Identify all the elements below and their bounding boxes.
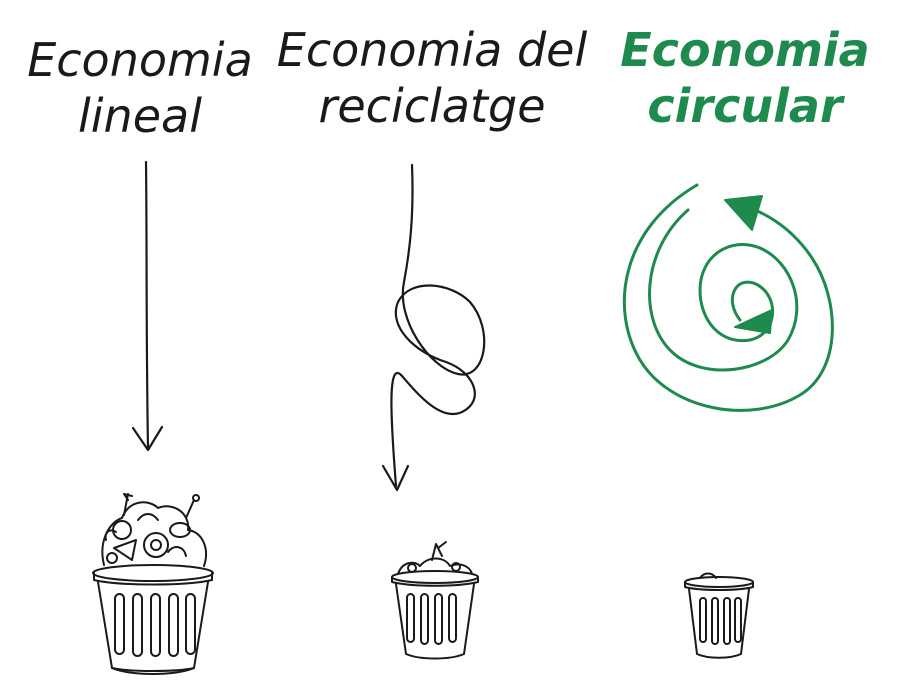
title-economia-reciclatge: Economia del reciclatge (272, 22, 592, 134)
straight-down-arrow-icon (131, 160, 164, 452)
trash-bin-icon-small (684, 572, 754, 659)
title-economia-lineal: Economia lineal (20, 32, 260, 144)
title-recycle-line2: reciclatge (318, 79, 546, 133)
title-economia-circular: Economia circular (605, 22, 885, 134)
title-linear-line2: lineal (78, 89, 202, 143)
title-circular-line1: Economia (620, 23, 870, 77)
trash-bin-icon-medium (391, 541, 479, 660)
title-recycle-line1: Economia del (276, 23, 588, 77)
spiral-arrow-icon (622, 183, 834, 412)
looped-down-arrow-icon (381, 163, 486, 492)
trash-bin-icon-full (92, 493, 214, 675)
title-linear-line1: Economia (27, 33, 253, 87)
title-circular-line2: circular (647, 79, 843, 133)
